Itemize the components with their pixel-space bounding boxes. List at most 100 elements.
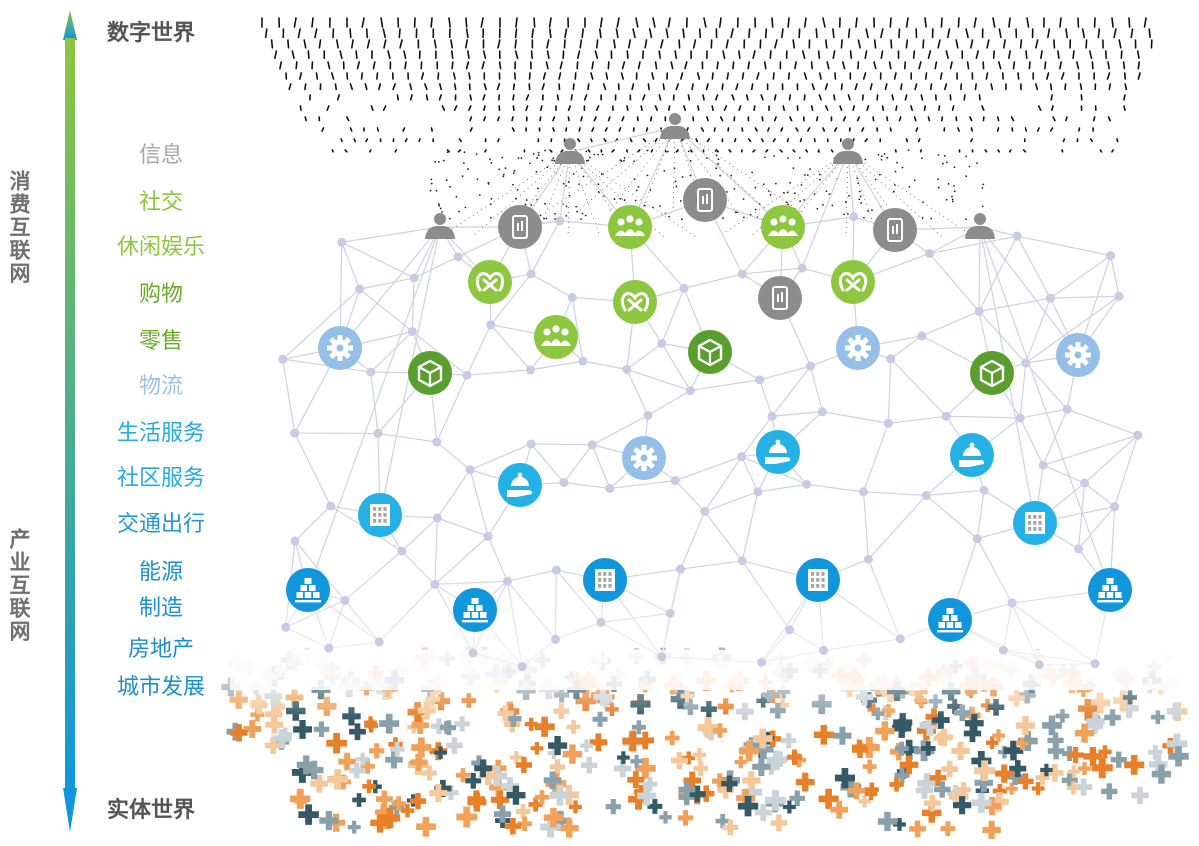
data-streak: [452, 72, 456, 80]
data-speck: [597, 190, 600, 193]
data-streak: [799, 138, 803, 143]
data-speck: [464, 206, 467, 209]
data-speck: [429, 189, 432, 192]
network-junction: [483, 531, 493, 541]
data-speck: [646, 174, 649, 177]
data-streak: [735, 83, 739, 91]
data-streak: [930, 83, 933, 91]
data-streak: [689, 149, 693, 153]
data-streak: [695, 138, 699, 143]
data-speck: [965, 155, 968, 158]
network-edge: [674, 456, 742, 482]
gear-icon: [318, 326, 362, 370]
network-edge: [339, 226, 441, 349]
network-edge: [370, 372, 379, 434]
person-icon: [965, 213, 995, 239]
data-streak: [792, 149, 796, 153]
data-streak: [1022, 149, 1027, 153]
data-streak: [637, 61, 641, 70]
data-speck: [798, 156, 801, 159]
data-speck: [634, 199, 637, 202]
network-junction: [998, 645, 1008, 655]
data-streak: [824, 83, 829, 91]
data-streak: [940, 116, 944, 122]
data-streak: [433, 39, 437, 49]
network-edge: [741, 415, 773, 457]
data-streak: [830, 149, 834, 153]
data-streak: [832, 28, 835, 39]
data-streak: [387, 50, 391, 60]
data-streak: [866, 105, 870, 111]
data-streak: [511, 127, 515, 132]
data-streak: [824, 39, 828, 49]
data-streak: [365, 138, 369, 143]
side-label-consumer: 消费互联网: [7, 170, 31, 285]
data-speck: [489, 203, 492, 206]
data-streak: [465, 17, 468, 28]
data-streak: [605, 72, 609, 80]
data-speck: [894, 170, 897, 173]
data-streak: [865, 28, 869, 39]
data-streak: [841, 61, 846, 70]
data-streak: [934, 61, 938, 70]
network-edge: [929, 235, 1018, 255]
network-edge: [1019, 362, 1027, 419]
data-streak: [992, 17, 996, 28]
data-streak: [654, 138, 658, 143]
data-speck: [623, 199, 626, 201]
data-speck: [501, 156, 504, 159]
data-speck: [545, 217, 548, 220]
network-junction: [979, 485, 989, 495]
data-streak: [642, 94, 646, 101]
data-streak: [905, 39, 909, 49]
data-streak: [730, 28, 734, 39]
building-icon: [796, 558, 840, 602]
data-streak: [331, 149, 334, 153]
data-streak: [752, 149, 756, 153]
data-speck: [524, 203, 527, 206]
data-streak: [402, 127, 406, 132]
data-streak: [1049, 127, 1054, 132]
network-edge: [530, 443, 565, 483]
data-streak: [514, 50, 519, 60]
data-streak: [771, 17, 774, 28]
data-speck: [687, 150, 690, 153]
data-streak: [1137, 72, 1141, 80]
network-edge: [626, 368, 691, 392]
data-streak: [990, 83, 994, 91]
data-streak: [716, 61, 719, 70]
data-streak: [891, 94, 895, 101]
data-speck: [597, 153, 599, 156]
network-junction: [755, 375, 765, 385]
data-streak: [787, 72, 791, 80]
data-streak: [330, 72, 335, 80]
data-streak: [886, 116, 889, 122]
network-junction: [486, 320, 496, 330]
network-junction: [278, 354, 288, 364]
data-streak: [924, 72, 928, 80]
data-streak: [640, 105, 643, 111]
data-streak: [864, 138, 868, 143]
data-speck: [438, 161, 440, 163]
network-junction: [785, 625, 795, 635]
network-edge: [341, 226, 441, 243]
data-streak: [410, 94, 413, 101]
network-junction: [1021, 358, 1031, 368]
data-streak: [540, 105, 543, 111]
network-edge: [569, 126, 676, 153]
data-speck: [562, 182, 565, 185]
data-streak: [767, 127, 770, 132]
data-streak: [647, 83, 650, 91]
data-streak: [364, 83, 368, 91]
data-streak: [621, 61, 626, 70]
data-streak: [465, 28, 469, 39]
data-speck: [726, 191, 728, 193]
data-speck: [517, 157, 520, 160]
data-streak: [884, 83, 888, 91]
data-streak: [963, 94, 966, 101]
data-streak: [723, 105, 728, 111]
data-speck: [892, 190, 895, 193]
data-speck: [551, 159, 553, 162]
network-edge: [679, 511, 706, 570]
network-edge: [490, 273, 532, 326]
